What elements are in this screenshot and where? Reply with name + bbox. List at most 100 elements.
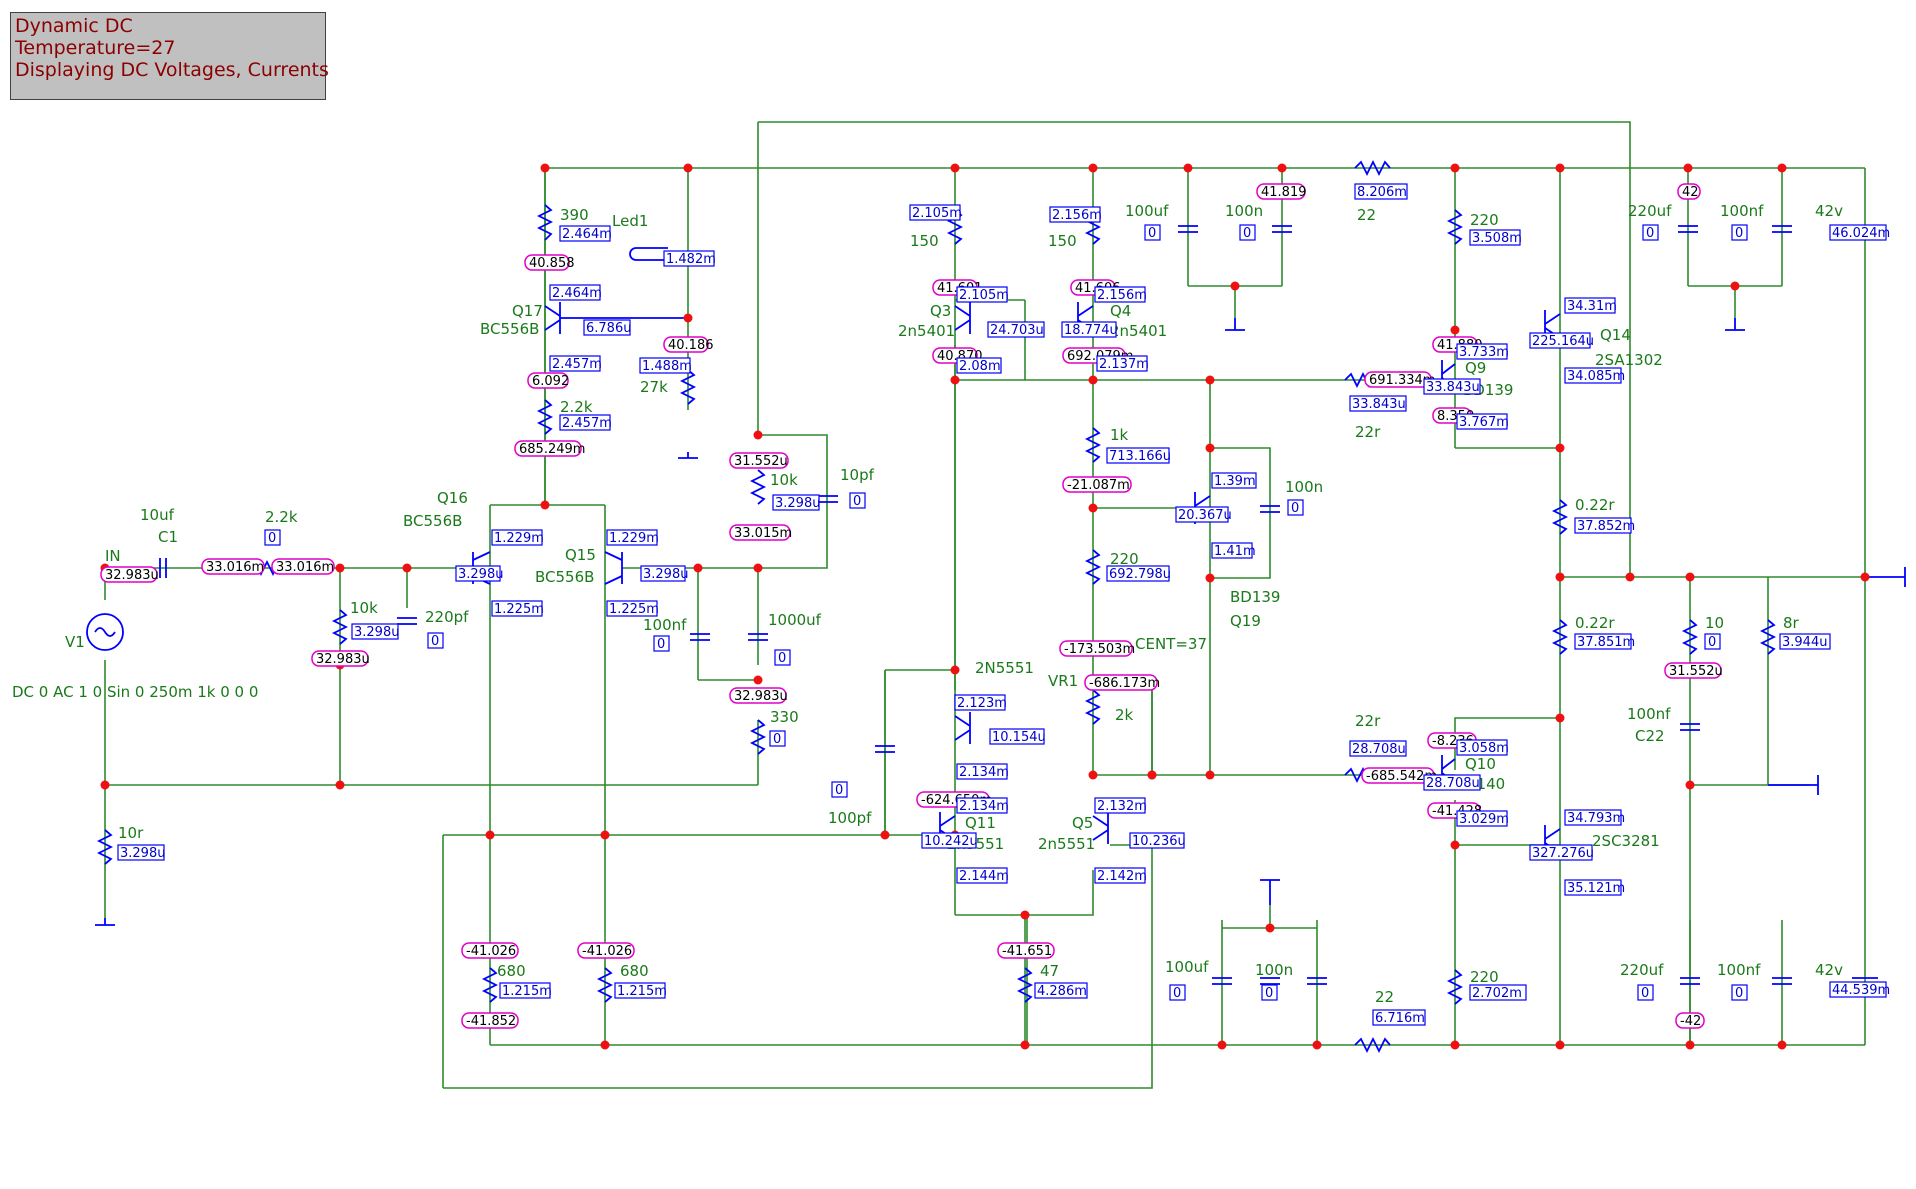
svg-text:2.08m: 2.08m [959,359,1001,374]
voltage-readout: 31.552u [729,452,789,469]
current-readout: 3.944u [1779,633,1831,650]
resistor-10r [96,829,114,865]
svg-text:31.552u: 31.552u [734,454,788,469]
svg-text:1.488m: 1.488m [642,359,692,374]
label: BD139 [1230,588,1280,606]
svg-text:713.166u: 713.166u [1109,449,1171,464]
voltage-readout: 32.983u [729,687,788,704]
label: Q5 [1072,814,1093,832]
svg-text:46.024m: 46.024m [1832,226,1890,241]
current-readout: 2.702m [1469,984,1527,1001]
capacitor-100uf-top [1178,225,1198,233]
voltage-readout: -41.026 [577,942,635,959]
svg-text:1.225m: 1.225m [609,602,659,617]
current-readout: 1.488m [639,357,692,374]
resistor-220-vbe [1084,549,1102,585]
label: 2SC3281 [1592,832,1660,850]
svg-text:6.786u: 6.786u [586,321,631,336]
label: 10pf [840,466,875,484]
svg-text:0: 0 [778,651,786,666]
label: IN [105,547,121,565]
current-readout: 0 [1731,984,1748,1001]
current-readout: 24.703u [987,321,1045,338]
voltage-readout: 31.552u [1664,662,1723,679]
svg-text:2.137m: 2.137m [1099,357,1149,372]
label: 150 [1048,232,1077,250]
ground-2 [678,452,698,459]
current-readout: 2.134m [956,763,1009,780]
current-readout: 10.154u [989,728,1046,745]
label: 42v [1815,961,1843,979]
current-readout: 2.457m [559,414,612,431]
resistor-022r-a [1551,499,1569,535]
svg-text:3.767m: 3.767m [1459,415,1509,430]
current-readout: 1.225m [606,600,659,617]
current-readout: 2.144m [956,867,1009,884]
capacitor-c22 [1680,723,1700,731]
resistor-680-a [481,967,499,1003]
svg-text:691.334m: 691.334m [1369,373,1435,388]
label: 100nf [1627,705,1671,723]
current-readout: 2.123m [954,694,1007,711]
svg-text:2.134m: 2.134m [959,799,1009,814]
current-readout: 37.851m [1574,633,1635,650]
svg-text:0: 0 [1291,501,1299,516]
current-readout: 0 [264,529,281,546]
resistor-2k2-q17 [536,399,554,435]
voltage-readouts: 40.858 40.186 6.092 685.249m 32.983u 33.… [100,183,1723,1029]
current-readout: 46.024m [1829,224,1890,241]
potentiometer-vr1 [1084,689,1102,725]
label: 680 [620,962,649,980]
label: 22r [1355,712,1381,730]
current-readout: 2.142m [1094,867,1147,884]
current-readout: 2.137m [1096,355,1149,372]
label: 100n [1225,202,1263,220]
transistor-q15 [604,551,623,585]
svg-text:0: 0 [1708,635,1716,650]
current-readout: 2.156m [1049,206,1102,223]
voltage-readout: 33.016m [201,558,265,575]
svg-text:1.215m: 1.215m [502,984,552,999]
svg-text:-41.852: -41.852 [466,1014,516,1029]
ground-3 [1225,318,1245,331]
label: Q10 [1465,755,1496,773]
label: 2.2k [265,508,298,526]
label: DC 0 AC 1 0 Sin 0 250m 1k 0 0 0 [12,683,258,701]
current-readout: 1.215m [614,982,667,999]
resistor-10k-in [331,609,349,645]
svg-text:2.156m: 2.156m [1052,208,1102,223]
voltage-readout: -686.173m [1084,674,1160,691]
voltage-readout: 685.249m [514,440,585,457]
label: 22 [1357,206,1376,224]
current-readouts: 2.464m 1.482m 2.464m 6.786u 2.457m 2.457… [117,183,1890,1026]
svg-text:3.944u: 3.944u [1782,635,1827,650]
svg-text:1.225m: 1.225m [494,602,544,617]
label: 150 [910,232,939,250]
label: 47 [1040,962,1059,980]
label: 330 [770,708,799,726]
ground-1 [95,918,115,926]
capacitor-100uf-bot [1212,977,1232,985]
svg-text:34.31m: 34.31m [1567,299,1617,314]
svg-text:2.144m: 2.144m [959,869,1009,884]
svg-text:18.774u: 18.774u [1064,323,1118,338]
svg-text:0: 0 [1646,226,1654,241]
label: 2.2k [560,398,593,416]
svg-text:3.298u: 3.298u [458,567,503,582]
simulation-status-box: Dynamic DC Temperature=27 Displaying DC … [10,12,329,100]
label: Q4 [1110,302,1131,320]
current-readout: 6.716m [1372,1009,1426,1026]
ground-5 [1260,879,1280,905]
label: 10k [350,599,378,617]
ground-4 [1725,318,1745,331]
svg-text:6.092: 6.092 [532,374,569,389]
label: 27k [640,378,668,396]
svg-text:3.733m: 3.733m [1459,345,1509,360]
svg-text:1.215m: 1.215m [617,984,667,999]
current-readout: 0 [774,649,791,666]
svg-text:35.121m: 35.121m [1567,881,1625,896]
label: BC556B [403,512,462,530]
current-readout: 3.298u [640,565,688,582]
svg-text:34.793m: 34.793m [1567,811,1625,826]
